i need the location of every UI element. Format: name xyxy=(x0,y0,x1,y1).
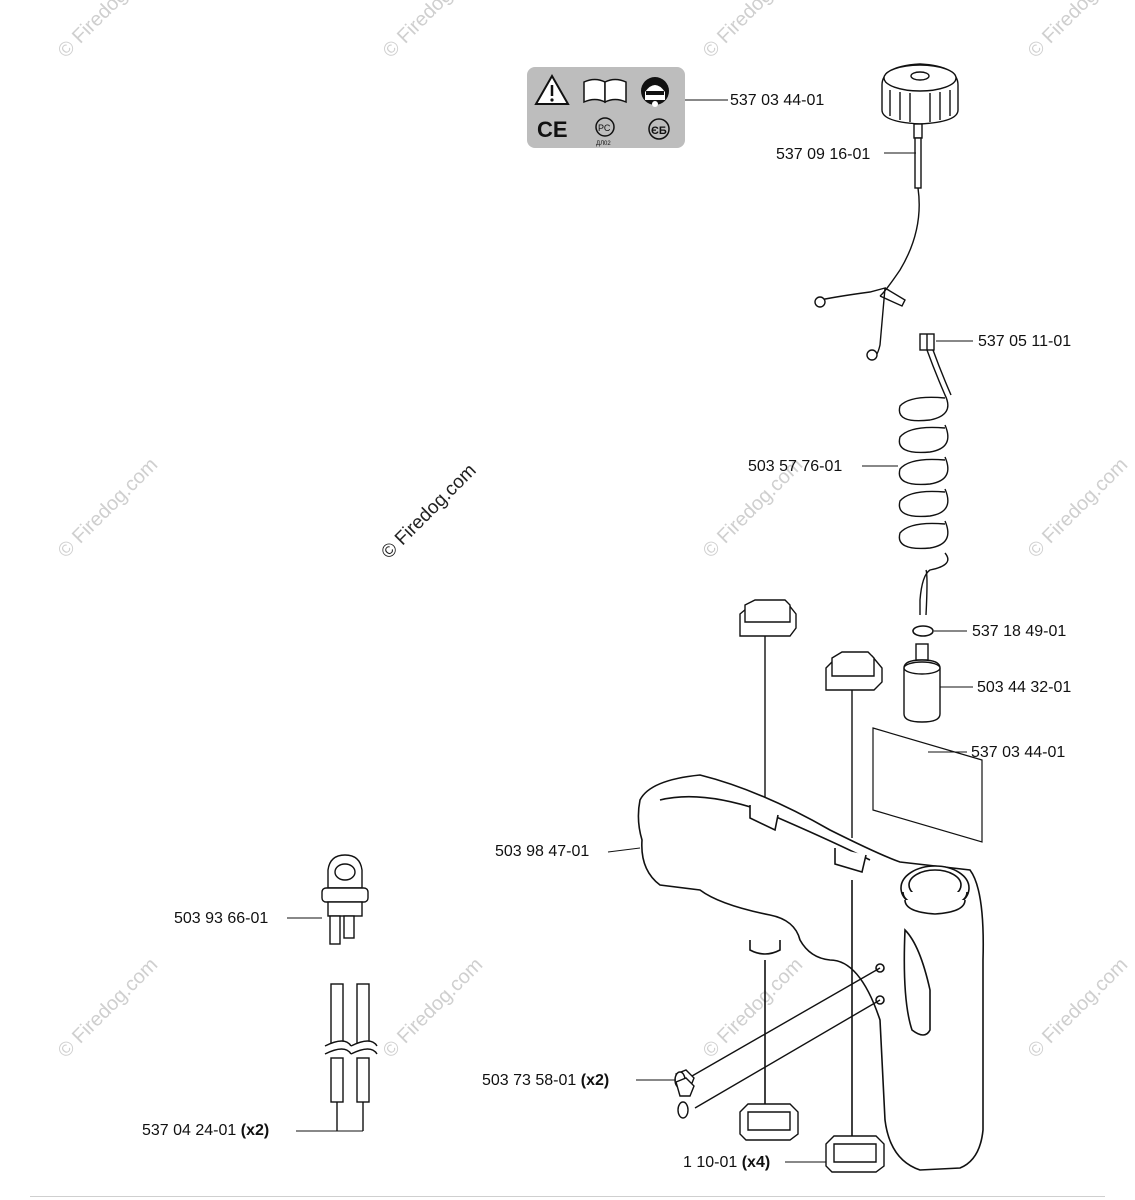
vibration-damper-part-number: 1 10-01 xyxy=(683,1154,738,1171)
part-label-primer-bulb: 503 93 66-01 xyxy=(174,910,269,927)
part-label-vibration-damper: 1 10-01 (x4) xyxy=(683,1154,770,1172)
vibration-damper-quantity: (x4) xyxy=(741,1154,771,1171)
o-ring-drawing xyxy=(912,625,934,637)
screw-quantity: (x2) xyxy=(580,1072,610,1089)
svg-text:CE: CE xyxy=(537,117,568,142)
part-label-hose-nut: 537 05 11-01 xyxy=(978,333,1072,350)
eac-mark-icon: ЄБ xyxy=(648,118,670,140)
part-label-screw: 503 73 58-01 (x2) xyxy=(482,1072,609,1090)
screw-part-number: 503 73 58-01 xyxy=(482,1072,577,1089)
warning-triangle-icon xyxy=(534,73,570,105)
svg-text:ДЛ02: ДЛ02 xyxy=(596,141,611,147)
gost-mark-icon: РС ДЛ02 xyxy=(595,117,615,147)
part-label-fuel-tank: 503 98 47-01 xyxy=(495,843,590,860)
part-label-fuel-filter: 503 44 32-01 xyxy=(977,679,1072,696)
part-label-o-ring: 537 18 49-01 xyxy=(972,623,1067,640)
tank-decal-drawing xyxy=(872,727,983,843)
part-label-fuel-hose: 503 57 76-01 xyxy=(748,458,843,475)
vibration-damper-bottom-drawing xyxy=(739,1103,885,1173)
svg-text:ЄБ: ЄБ xyxy=(651,125,667,137)
fuel-lines-quantity: (x2) xyxy=(240,1122,270,1139)
fuel-lines-drawing xyxy=(324,983,378,1131)
ear-eye-protection-icon xyxy=(641,77,669,107)
fuel-hose-drawing xyxy=(898,349,952,616)
fuel-lines-part-number: 537 04 24-01 xyxy=(142,1122,237,1139)
fuel-filter-drawing xyxy=(903,643,941,723)
primer-bulb-drawing xyxy=(321,854,369,945)
vibration-damper-drawing xyxy=(739,599,883,838)
part-label-decal-tank: 537 03 44-01 xyxy=(971,744,1066,761)
ce-mark-icon: CE xyxy=(537,117,568,142)
hose-nut-drawing xyxy=(919,333,935,351)
part-label-decal-top: 537 03 44-01 xyxy=(730,92,825,109)
fuel-cap-drawing xyxy=(814,63,959,361)
fuel-tank-drawing xyxy=(637,774,985,1171)
svg-text:РС: РС xyxy=(598,123,611,133)
screw-drawing xyxy=(674,967,881,1119)
part-label-fuel-lines: 537 04 24-01 (x2) xyxy=(142,1122,269,1140)
part-label-fuel-cap: 537 09 16-01 xyxy=(776,146,871,163)
bottom-divider xyxy=(30,1196,1105,1197)
manual-book-icon xyxy=(583,78,627,104)
